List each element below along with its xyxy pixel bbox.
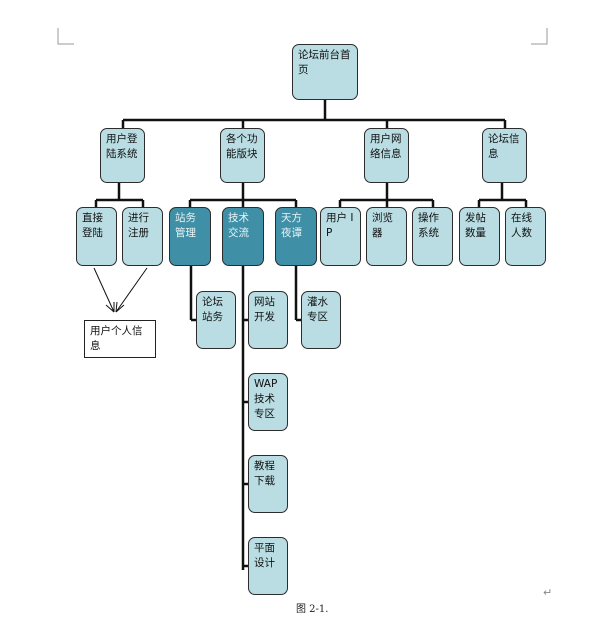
node-graphic-design: 平面设计 xyxy=(248,537,288,595)
node-function-modules: 各个功能版块 xyxy=(220,128,265,183)
node-label: 浏览器 xyxy=(372,212,393,239)
paragraph-mark-icon: ↵ xyxy=(543,586,553,599)
node-label: 用户个人信息 xyxy=(90,325,143,352)
node-label: 论坛站务 xyxy=(202,296,223,323)
node-label: WAP 技术专区 xyxy=(254,378,278,420)
node-label: 直接登陆 xyxy=(82,212,103,239)
node-label: 发帖数量 xyxy=(465,212,486,239)
node-user-ip: 用户 IP xyxy=(320,207,361,266)
node-label: 论坛前台首页 xyxy=(298,49,351,76)
node-register: 进行注册 xyxy=(122,207,163,266)
node-direct-login: 直接登陆 xyxy=(76,207,117,266)
node-online-users: 在线人数 xyxy=(505,207,546,266)
node-post-count: 发帖数量 xyxy=(459,207,500,266)
node-label: 进行注册 xyxy=(128,212,149,239)
node-station-management: 站务管理 xyxy=(169,207,211,266)
node-tech-exchange: 技术交流 xyxy=(222,207,264,266)
node-operating-system: 操作系统 xyxy=(412,207,453,266)
node-forum-front-homepage: 论坛前台首页 xyxy=(292,44,358,100)
node-chat-zone: 灌水专区 xyxy=(301,291,341,349)
node-label: 用户网络信息 xyxy=(370,133,402,160)
figure-caption: 图 2-1. xyxy=(296,604,329,615)
node-wap-tech-zone: WAP 技术专区 xyxy=(248,373,288,431)
node-user-network-info: 用户网络信息 xyxy=(364,128,409,183)
node-label: 技术交流 xyxy=(228,212,249,239)
node-label: 教程下载 xyxy=(254,460,275,487)
node-label: 网站开发 xyxy=(254,296,275,323)
node-user-personal-info: 用户个人信息 xyxy=(84,320,156,358)
node-tutorial-download: 教程下载 xyxy=(248,455,288,513)
node-tianfang-yetan: 天方夜谭 xyxy=(275,207,317,266)
node-forum-station-affairs: 论坛站务 xyxy=(196,291,236,349)
node-label: 站务管理 xyxy=(175,212,196,239)
node-label: 天方夜谭 xyxy=(281,212,302,239)
node-label: 在线人数 xyxy=(511,212,532,239)
node-user-login-system: 用户登陆系统 xyxy=(100,128,145,183)
node-browser: 浏览器 xyxy=(366,207,407,266)
node-website-development: 网站开发 xyxy=(248,291,288,349)
node-label: 用户 IP xyxy=(326,212,354,239)
node-label: 各个功能版块 xyxy=(226,133,258,160)
node-label: 操作系统 xyxy=(418,212,439,239)
node-label: 平面设计 xyxy=(254,542,275,569)
node-label: 灌水专区 xyxy=(307,296,328,323)
node-label: 用户登陆系统 xyxy=(106,133,138,160)
node-forum-info: 论坛信息 xyxy=(482,128,527,183)
node-label: 论坛信息 xyxy=(488,133,520,160)
